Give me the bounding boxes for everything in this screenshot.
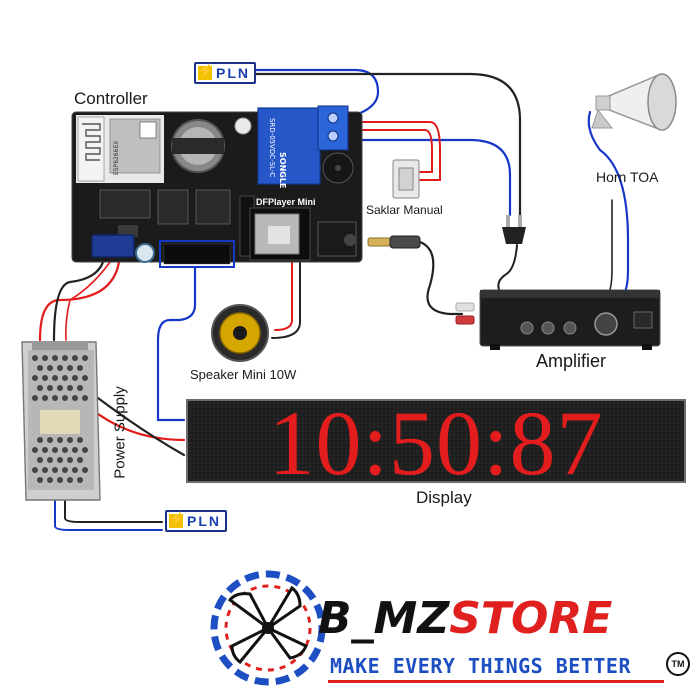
wire-relay-plug-blue [348,138,512,217]
wire-speaker-red [274,254,293,331]
relay-brand-text: SONGLE [278,152,287,188]
pin-header [159,240,235,268]
wire-ctrl-display-blue [156,266,197,422]
speaker-label: Speaker Mini 10W [190,367,297,382]
amplifier-label: Amplifier [536,351,607,371]
horn-label: Horn TOA [596,169,659,185]
dfplayer-label: DFPlayer Mini [256,197,316,207]
trademark-icon: TM [666,652,690,676]
wire-psu-display-red [88,406,186,442]
wire-pln-top-plug-black [230,72,522,217]
pln-badge-top: PLN [194,62,256,84]
wire-plug-amp-black [497,244,518,293]
brand-name-part-a: B_MZ [318,593,450,644]
esp-chip-text: ESP8266EX [113,141,120,175]
wire-amp-horn-black [599,199,613,301]
dc-jack [91,234,135,258]
led-display: 10:50:87 [186,395,686,491]
pln-badge-bottom: PLN [165,510,227,532]
pln-label: PLN [187,513,221,529]
wire-ctrl-psu-red [38,248,122,342]
lightning-icon [198,63,214,80]
relay-model-text: SRD-05VDC-SL-C [268,118,276,177]
controller-board [71,105,363,268]
wire-speaker-black [271,254,301,339]
power-supply-label: Power Supply [111,386,129,479]
switch-label: Saklar Manual [366,203,443,217]
wire-relay-switch-red2 [344,129,433,173]
wall-switch [392,159,420,199]
brand-tagline: MAKE EVERY THINGS BETTER [330,654,631,678]
brand-name: B_MZSTORE [318,593,612,644]
lightning-icon [169,511,185,528]
power-supply-unit [21,341,101,501]
display-label: Display [416,488,472,507]
wire-psu-pln-blue [54,499,163,531]
controller-label: Controller [74,89,148,108]
display-time: 10:50:87 [268,392,604,494]
power-plug [502,215,526,244]
wire-pln-top-relay-blue [230,68,380,120]
wire-audio-cable [418,240,464,316]
wire-ctrl-psu-red2 [65,254,116,341]
brand-name-part-b: STORE [449,593,613,644]
wire-psu-display-black [88,390,186,457]
wire-psu-pln-black [64,499,163,523]
wire-relay-switch-red1 [344,121,441,181]
wire-amp-horn-blue [587,110,630,302]
speaker-mini [211,304,269,362]
brand-logo-icon [210,570,326,686]
tagline-underline [328,680,664,683]
relay [257,107,321,185]
pln-label: PLN [216,65,250,81]
horn-speaker [591,73,677,131]
audio-plug [367,235,421,249]
wire-ctrl-psu-black [52,248,107,342]
amplifier-device [455,289,661,350]
